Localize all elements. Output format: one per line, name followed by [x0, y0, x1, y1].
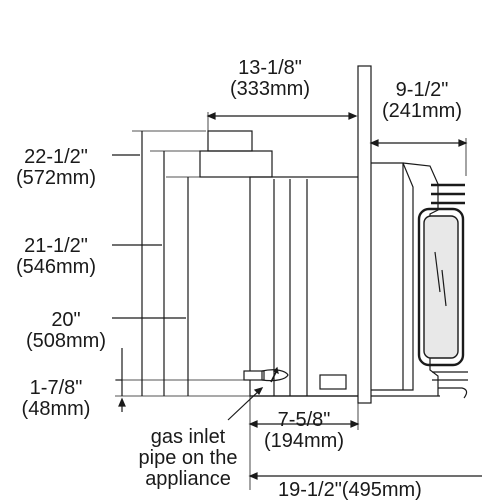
top-depth-label: 13-1/8" (333mm): [204, 58, 336, 100]
inlet-depth-metric: (194mm): [263, 430, 344, 452]
callout-line-2: pipe on the: [138, 447, 238, 469]
top-depth-dimension: [206, 112, 358, 131]
height-2-imperial: 21-1/2": [24, 235, 88, 257]
height-2-metric: (546mm): [15, 256, 96, 278]
gas-inlet-callout: gas inlet pipe on the appliance: [128, 427, 248, 490]
right-depth-dimension: [369, 138, 468, 176]
front-facing: [371, 162, 468, 399]
inlet-height-label: 1-7/8" (48mm): [0, 378, 112, 420]
inlet-height-metric: (48mm): [21, 398, 91, 420]
height-dimension-lines: [112, 130, 250, 412]
inlet-depth-imperial: 7-5/8": [277, 409, 331, 431]
height-2-label: 21-1/2" (546mm): [0, 236, 112, 278]
height-3-imperial: 20": [51, 309, 81, 331]
callout-leader: [227, 387, 264, 421]
inlet-depth-label: 7-5/8" (194mm): [252, 410, 356, 452]
height-1-metric: (572mm): [15, 167, 96, 189]
bottom-depth-dimensions: [248, 396, 482, 490]
top-depth-metric: (333mm): [229, 78, 310, 100]
total-depth-label: 19-1/2"(495mm): [278, 479, 422, 501]
wall-frame: [357, 65, 372, 404]
top-depth-imperial: 13-1/8": [238, 57, 302, 79]
right-depth-metric: (241mm): [381, 100, 462, 122]
callout-line-1: gas inlet: [150, 426, 226, 448]
appliance-body: [199, 130, 440, 397]
height-1-label: 22-1/2" (572mm): [0, 147, 112, 189]
height-1-imperial: 22-1/2": [24, 146, 88, 168]
height-3-metric: (508mm): [25, 330, 106, 352]
callout-line-3: appliance: [145, 468, 231, 490]
inlet-height-imperial: 1-7/8": [29, 377, 83, 399]
height-3-label: 20" (508mm): [12, 310, 120, 352]
gas-inlet-pipe: [243, 366, 289, 383]
right-depth-imperial: 9-1/2": [395, 79, 449, 101]
right-depth-label: 9-1/2" (241mm): [370, 80, 474, 122]
